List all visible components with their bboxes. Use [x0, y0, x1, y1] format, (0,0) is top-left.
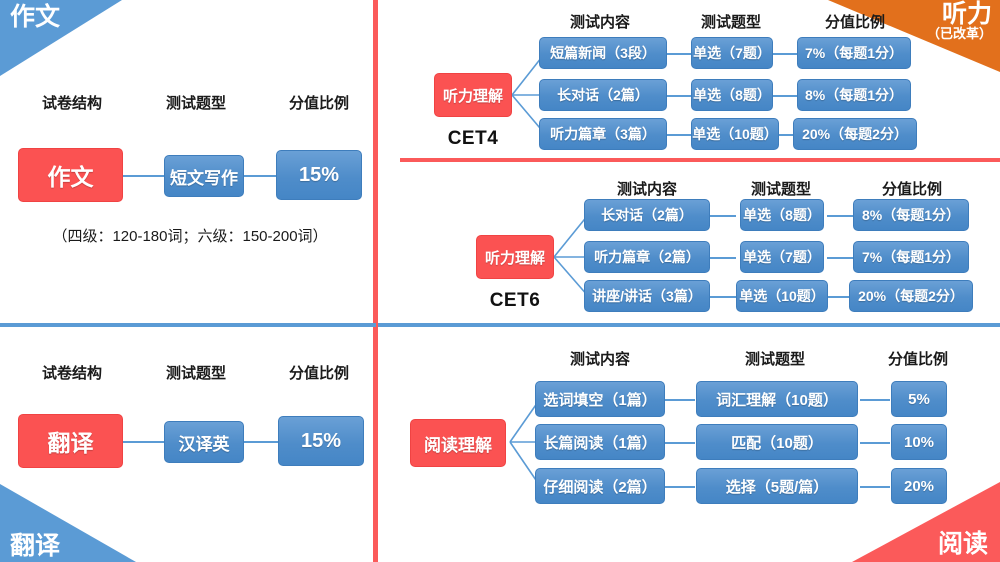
reading-content-node-2[interactable]: 长篇阅读（1篇）: [535, 424, 665, 460]
writing-connector-2: [228, 175, 276, 177]
cet6-header-type: 测试题型: [750, 181, 812, 198]
corner-label-listening: 听力 （已改革）: [927, 1, 992, 42]
translation-header-type: 测试题型: [165, 365, 227, 382]
reading-weight-node-3[interactable]: 20%: [891, 468, 947, 504]
reading-connector-row3-b: [860, 486, 890, 488]
writing-caption: （四级：120-180词；六级：150-200词）: [52, 228, 328, 245]
cet6-type-node-2[interactable]: 单选（7题）: [740, 241, 824, 273]
reading-type-node-2[interactable]: 匹配（10题）: [696, 424, 858, 460]
cet4-weight-node-1[interactable]: 7%（每题1分）: [797, 37, 911, 69]
writing-connector-1: [120, 175, 166, 177]
cet6-weight-node-3[interactable]: 20%（每题2分）: [849, 280, 973, 312]
cet4-content-node-3[interactable]: 听力篇章（3篇）: [539, 118, 667, 150]
translation-connector-1: [122, 441, 166, 443]
cet6-content-node-1[interactable]: 长对话（2篇）: [584, 199, 710, 231]
corner-label-writing: 作文: [10, 3, 61, 31]
cet6-weight-node-2[interactable]: 7%（每题1分）: [853, 241, 969, 273]
cet4-content-node-1[interactable]: 短篇新闻（3段）: [539, 37, 667, 69]
writing-header-weight: 分值比例: [288, 95, 350, 112]
reading-connector-row3-a: [665, 486, 695, 488]
corner-label-translation: 翻译: [10, 531, 61, 560]
reading-header-weight: 分值比例: [887, 351, 949, 368]
cet4-type-node-1[interactable]: 单选（7题）: [691, 37, 773, 69]
cet6-type-node-1[interactable]: 单选（8题）: [740, 199, 824, 231]
cet6-exam-label: CET6: [489, 290, 541, 311]
divider-vertical-main: [373, 0, 378, 562]
reading-header-type: 测试题型: [744, 351, 806, 368]
reading-type-node-1[interactable]: 词汇理解（10题）: [696, 381, 858, 417]
cet6-connector-row3-b: [827, 296, 853, 298]
corner-label-listening-sub: （已改革）: [926, 26, 992, 42]
cet4-connector-row1-a: [666, 53, 692, 55]
corner-label-reading: 阅读: [937, 529, 988, 558]
writing-weight-node[interactable]: 15%: [276, 150, 362, 200]
reading-root-node[interactable]: 阅读理解: [410, 419, 506, 467]
cet6-header-content: 测试内容: [616, 181, 678, 198]
reading-connector-row1-a: [665, 399, 695, 401]
corner-label-listening-text: 听力: [941, 0, 992, 28]
reading-connector-row2-b: [860, 442, 890, 444]
writing-header-type: 测试题型: [165, 95, 227, 112]
cet4-connector-row3-b: [772, 134, 798, 136]
cet6-weight-node-1[interactable]: 8%（每题1分）: [853, 199, 969, 231]
cet6-connector-row2-a: [710, 257, 736, 259]
reading-content-node-3[interactable]: 仔细阅读（2篇）: [535, 468, 665, 504]
cet4-connector-row1-b: [772, 53, 798, 55]
cet6-type-node-3[interactable]: 单选（10题）: [736, 280, 828, 312]
cet4-connector-row2-b: [772, 95, 798, 97]
translation-type-node[interactable]: 汉译英: [164, 421, 244, 463]
translation-header-structure: 试卷结构: [41, 365, 103, 382]
divider-cet4-cet6: [400, 158, 1000, 162]
cet6-content-node-2[interactable]: 听力篇章（2篇）: [584, 241, 710, 273]
cet6-root-node[interactable]: 听力理解: [476, 235, 554, 279]
cet4-header-content: 测试内容: [569, 14, 631, 31]
translation-weight-node[interactable]: 15%: [278, 416, 364, 466]
cet6-content-node-3[interactable]: 讲座/讲话（3篇）: [584, 280, 710, 312]
corner-triangle-translation: [0, 484, 136, 562]
translation-header-weight: 分值比例: [288, 365, 350, 382]
cet6-connector-row1-b: [827, 215, 853, 217]
translation-connector-2: [230, 441, 278, 443]
writing-header-structure: 试卷结构: [41, 95, 103, 112]
cet4-weight-node-2[interactable]: 8%（每题1分）: [797, 79, 911, 111]
cet4-type-node-3[interactable]: 单选（10题）: [691, 118, 779, 150]
cet4-exam-label: CET4: [447, 128, 499, 149]
divider-horizontal-right: [378, 323, 1000, 327]
cet4-root-node[interactable]: 听力理解: [434, 73, 512, 117]
reading-content-node-1[interactable]: 选词填空（1篇）: [535, 381, 665, 417]
cet6-connector-row3-a: [710, 296, 736, 298]
corner-triangle-writing: [0, 0, 122, 76]
translation-root-node[interactable]: 翻译: [18, 414, 123, 468]
cet6-connector-row2-b: [827, 257, 853, 259]
writing-type-node[interactable]: 短文写作: [164, 155, 244, 197]
cet6-connector-row1-a: [710, 215, 736, 217]
reading-type-node-3[interactable]: 选择（5题/篇）: [696, 468, 858, 504]
reading-weight-node-1[interactable]: 5%: [891, 381, 947, 417]
writing-root-node[interactable]: 作文: [18, 148, 123, 202]
cet4-connector-row3-a: [666, 134, 692, 136]
reading-connector-row1-b: [860, 399, 890, 401]
reading-connector-row2-a: [665, 442, 695, 444]
divider-horizontal-left: [0, 323, 376, 327]
cet4-header-weight: 分值比例: [824, 14, 886, 31]
cet4-connector-row2-a: [666, 95, 692, 97]
cet6-header-weight: 分值比例: [881, 181, 943, 198]
cet4-header-type: 测试题型: [700, 14, 762, 31]
reading-weight-node-2[interactable]: 10%: [891, 424, 947, 460]
cet4-type-node-2[interactable]: 单选（8题）: [691, 79, 773, 111]
cet4-content-node-2[interactable]: 长对话（2篇）: [539, 79, 667, 111]
cet4-weight-node-3[interactable]: 20%（每题2分）: [793, 118, 917, 150]
reading-header-content: 测试内容: [569, 351, 631, 368]
